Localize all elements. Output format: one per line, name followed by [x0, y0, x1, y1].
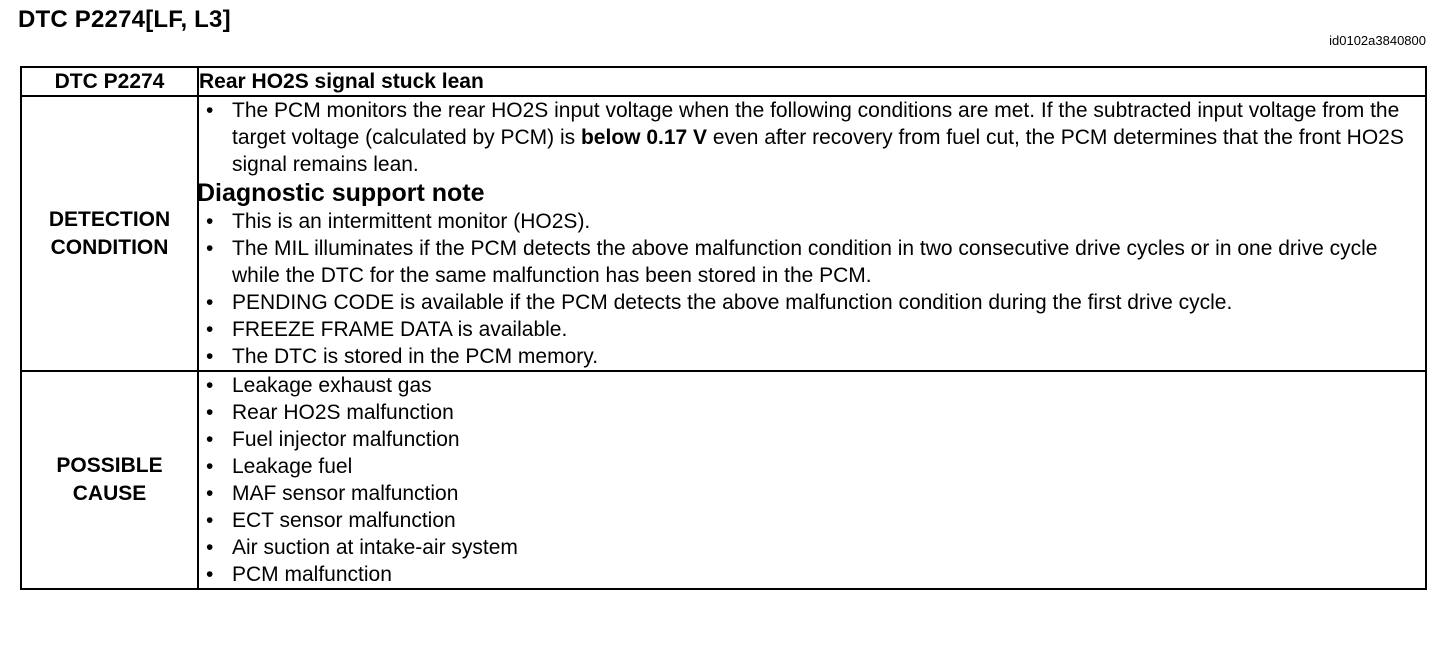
dtc-table: DTC P2274 Rear HO2S signal stuck lean DE… — [20, 66, 1427, 590]
list-item: Leakage fuel — [199, 453, 1425, 480]
dtc-code-cell: DTC P2274 — [20, 66, 199, 97]
list-item: FREEZE FRAME DATA is available. — [199, 316, 1425, 343]
document-id: id0102a3840800 — [1329, 33, 1426, 48]
support-note-heading: Diagnostic support note — [197, 179, 485, 207]
detection-label-line1: DETECTION — [48, 207, 171, 231]
possible-cause-list: Leakage exhaust gas Rear HO2S malfunctio… — [199, 372, 1425, 588]
cause-label-line2: CAUSE — [72, 482, 147, 505]
intro-threshold: below 0.17 V — [580, 126, 708, 149]
detection-condition-content: The PCM monitors the rear HO2S input vol… — [197, 95, 1427, 372]
intro-text-after: even after recovery from fuel cut, the P… — [232, 126, 1404, 176]
cause-label-line1: POSSIBLE — [56, 454, 163, 477]
possible-cause-content: Leakage exhaust gas Rear HO2S malfunctio… — [197, 370, 1427, 590]
possible-cause-label: POSSIBLE CAUSE — [20, 370, 199, 590]
list-item: Rear HO2S malfunction — [199, 399, 1425, 426]
detection-label-line2: CONDITION — [50, 235, 169, 259]
support-notes-list: This is an intermittent monitor (HO2S). … — [199, 208, 1425, 370]
list-item: The MIL illuminates if the PCM detects t… — [199, 235, 1425, 289]
list-item: Leakage exhaust gas — [199, 372, 1425, 399]
dtc-description-cell: Rear HO2S signal stuck lean — [197, 66, 1427, 97]
list-item: Air suction at intake-air system — [199, 534, 1425, 561]
page-title: DTC P2274[LF, L3] — [18, 6, 231, 33]
detection-condition-label: DETECTION CONDITION — [20, 95, 199, 372]
list-item: The PCM monitors the rear HO2S input vol… — [199, 97, 1425, 178]
intro-text-before: The PCM monitors the rear HO2S input vol… — [232, 99, 1400, 149]
list-item: Fuel injector malfunction — [199, 426, 1425, 453]
list-item: This is an intermittent monitor (HO2S). — [199, 208, 1425, 235]
detection-condition-row: DETECTION CONDITION The PCM monitors the… — [20, 95, 1427, 372]
detection-intro-list: The PCM monitors the rear HO2S input vol… — [199, 97, 1425, 178]
list-item: ECT sensor malfunction — [199, 507, 1425, 534]
possible-cause-row: POSSIBLE CAUSE Leakage exhaust gas Rear … — [20, 370, 1427, 590]
list-item: MAF sensor malfunction — [199, 480, 1425, 507]
table-header-row: DTC P2274 Rear HO2S signal stuck lean — [20, 66, 1427, 97]
list-item: PCM malfunction — [199, 561, 1425, 588]
list-item: The DTC is stored in the PCM memory. — [199, 343, 1425, 370]
list-item: PENDING CODE is available if the PCM det… — [199, 289, 1425, 316]
